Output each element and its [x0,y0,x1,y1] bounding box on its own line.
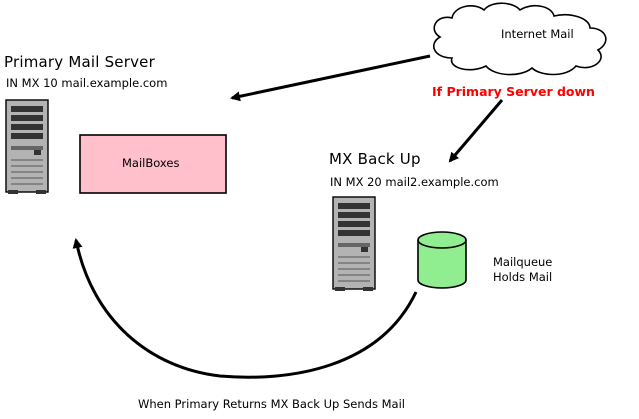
primary-mx-record: IN MX 10 mail.example.com [6,76,168,90]
backup-mx-record: IN MX 20 mail2.example.com [330,175,499,189]
arrow-backup-to-primary [72,238,418,379]
mailboxes-box [79,134,227,194]
mailqueue-cylinder-icon [417,231,467,289]
primary-server-icon [5,99,49,194]
return-flow-label: When Primary Returns MX Back Up Sends Ma… [138,397,405,411]
mailqueue-label-line2: Holds Mail [493,270,553,284]
backup-server-icon [332,196,376,291]
backup-server-title: MX Back Up [329,150,421,168]
arrow-internet-to-primary [230,54,431,102]
mailboxes-label: MailBoxes [122,156,180,170]
mailqueue-label-line1: Mailqueue [493,255,553,269]
internet-mail-label: Internet Mail [501,27,574,41]
failover-label: If Primary Server down [432,84,595,99]
internet-cloud-icon [432,2,607,76]
primary-server-title: Primary Mail Server [4,53,155,71]
arrow-internet-to-backup [448,99,504,163]
